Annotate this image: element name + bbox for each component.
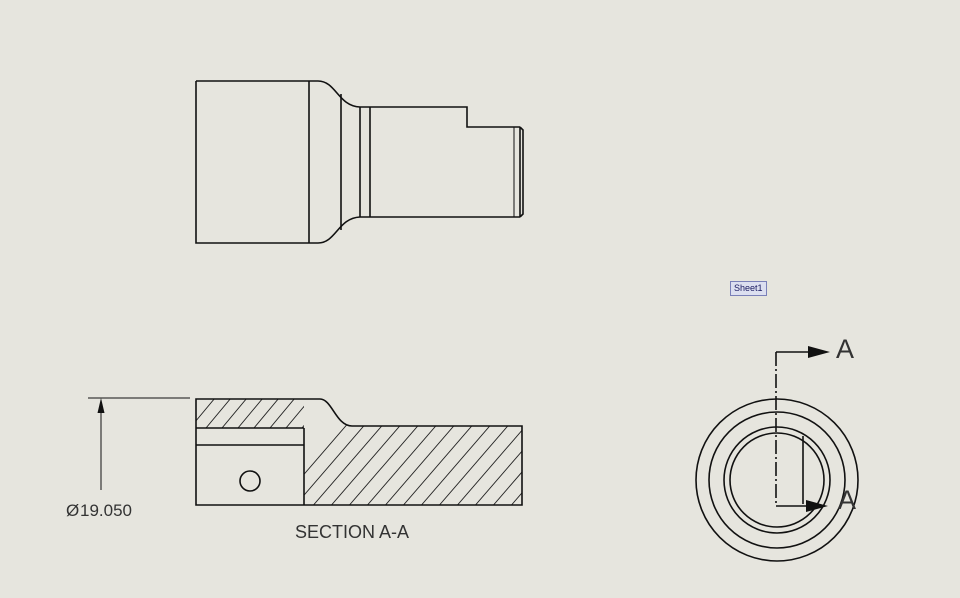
- sheet-tab[interactable]: Sheet1: [730, 281, 767, 296]
- diameter-value: 19.050: [80, 501, 132, 520]
- section-letter-bottom: A: [838, 485, 856, 515]
- section-letter-top: A: [836, 334, 854, 364]
- diameter-symbol: Ø: [66, 501, 79, 520]
- section-label: SECTION A-A: [295, 522, 409, 542]
- section-view: [195, 398, 523, 506]
- end-view: [695, 398, 859, 562]
- diameter-dimension: [88, 397, 190, 490]
- front-view: [195, 80, 524, 244]
- section-hatch-left: [196, 399, 304, 428]
- section-cutting-plane: [775, 346, 830, 512]
- section-hatch-right: [304, 399, 522, 505]
